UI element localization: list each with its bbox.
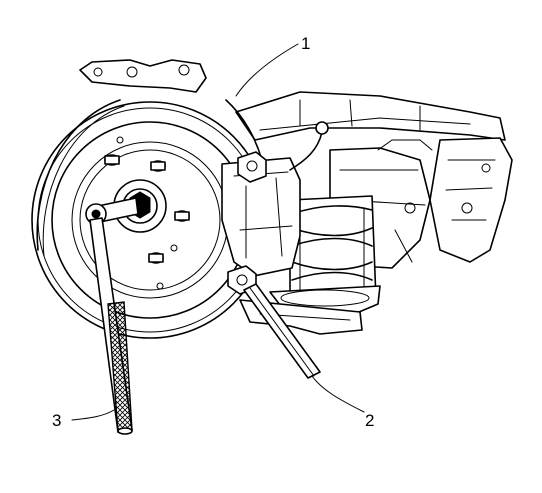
leader-line-2 <box>311 375 365 413</box>
brake-caliper <box>221 121 329 295</box>
callout-label-2: 2 <box>365 411 374 430</box>
lug-stud <box>174 210 190 222</box>
lug-stud <box>104 154 120 166</box>
callout-leaders <box>71 43 365 421</box>
breaker-bar-tool <box>85 197 139 435</box>
suspension-frame <box>79 59 513 269</box>
caliper-bolt <box>237 151 267 183</box>
lug-stud <box>150 160 166 172</box>
leader-line-1 <box>235 43 299 97</box>
leader-line-3 <box>71 409 115 421</box>
callout-label-1: 1 <box>301 34 310 53</box>
lug-stud <box>148 252 164 264</box>
callout-label-3: 3 <box>52 411 61 430</box>
pry-bar-tool <box>243 283 321 379</box>
wheel-hub <box>94 136 190 290</box>
